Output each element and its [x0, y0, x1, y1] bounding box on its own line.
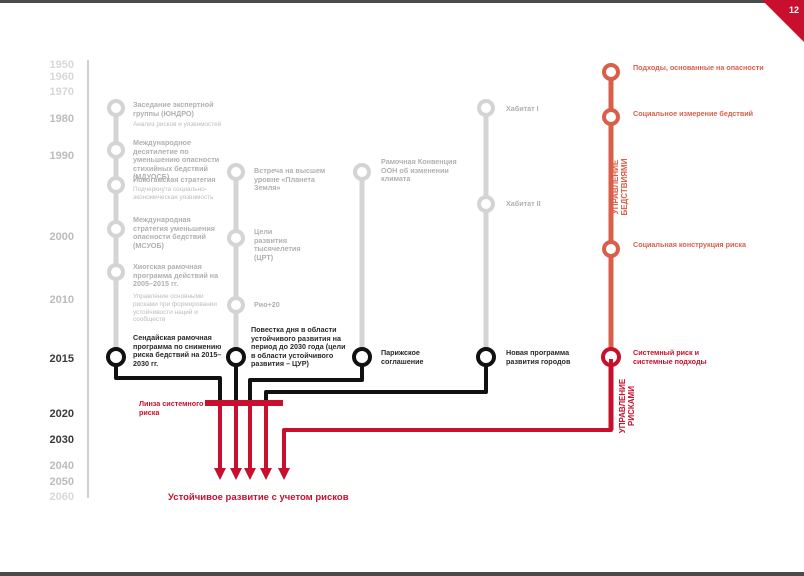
col5-event2: Социальное измерение бедствий [633, 109, 754, 118]
node-col1-2 [107, 141, 125, 159]
col1-event4-title: Международная стратегия уменьшения опасн… [133, 215, 215, 250]
systemic-risk-lens-bar [205, 400, 283, 406]
node-col1-1 [107, 99, 125, 117]
year-1980: 1980 [49, 113, 74, 125]
node-col1-4 [107, 220, 125, 238]
col1-event3-sub: Подчеркнута социально-экономическая уязв… [133, 186, 214, 201]
page-number: 12 [788, 5, 799, 15]
node-col4-2 [477, 195, 495, 213]
col1-event5-title: Хиогская рамочная программа действий на … [133, 262, 219, 289]
node-col5-2 [602, 108, 620, 126]
year-1960: 1960 [49, 71, 74, 83]
col2-event2: Цели развития тысячелетия (ЦРТ) [254, 227, 301, 262]
arrow-1-head [214, 468, 226, 480]
col1-event3-title: Йокогамская стратегия [133, 175, 216, 184]
node-col2-1 [227, 163, 245, 181]
node-col1-3 [107, 176, 125, 194]
arrow-5-head [278, 468, 290, 480]
year-1970: 1970 [49, 86, 74, 98]
node-col2-3 [227, 296, 245, 314]
node-col1-5 [107, 263, 125, 281]
year-2050: 2050 [49, 476, 74, 488]
col1-event1-title: Заседание экспертной группы (ЮНДРО) [133, 100, 214, 118]
year-2020: 2020 [49, 408, 74, 420]
col5-event1: Подходы, основанные на опасности [633, 63, 764, 72]
vertical-label-risk-management: УПРАВЛЕНИЕ РИСКАМИ [618, 378, 636, 434]
route-col1 [114, 357, 222, 415]
node-col2-2 [227, 229, 245, 247]
year-2010: 2010 [49, 294, 74, 306]
year-1950: 1950 [49, 59, 74, 71]
node-col4-1 [477, 99, 495, 117]
bottom-bar [0, 572, 804, 576]
col2-event1: Встреча на высшем уровне «Планета Земля» [254, 166, 326, 193]
route-col5 [282, 359, 613, 470]
node-col5-3 [602, 240, 620, 258]
page-corner [762, 0, 804, 42]
col4-event2: Хабитат II [506, 199, 541, 208]
arrow-3-head [244, 468, 256, 480]
year-2040: 2040 [49, 460, 74, 472]
col2-event4: Повестка дня в области устойчивого разви… [251, 325, 346, 369]
col5-event4: Системный риск и системные подходы [633, 348, 707, 366]
route-col3 [248, 357, 364, 415]
col1-event5-sub: Управление основными рисками при формиро… [133, 293, 217, 324]
col3-event2: Парижское соглашение [381, 348, 424, 366]
col3-event1: Рамочная Конвенция ООН об изменении клим… [381, 157, 457, 184]
top-bar [0, 0, 804, 3]
year-2000: 2000 [49, 231, 74, 243]
col1-event6-title: Сендайская рамочная программа по снижени… [133, 333, 222, 368]
col4-event1: Хабитат I [506, 104, 539, 113]
col2-event3: Рио+20 [254, 300, 280, 309]
year-2060: 2060 [49, 491, 74, 503]
col5-event3: Социальная конструкция риска [633, 240, 746, 249]
year-1990: 1990 [49, 150, 74, 162]
vertical-label-disaster-management: УПРАВЛЕНИЕ БЕДСТВИЯМИ [611, 158, 629, 216]
col1-event1-sub: Анализ рисков и уязвимостей [133, 121, 222, 128]
col1-event2-title: Международное десятилетие по уменьшению … [133, 138, 220, 182]
final-outcome-label: Устойчивое развитие с учетом рисков [168, 492, 349, 503]
node-col4-2015 [476, 347, 496, 367]
year-2015: 2015 [49, 353, 74, 365]
systemic-risk-lens-label: Линза системного риска [139, 399, 204, 417]
arrow-2-head [230, 468, 242, 480]
node-col5-1 [602, 63, 620, 81]
node-col1-2015 [106, 347, 126, 367]
col4-event3: Новая программа развития городов [506, 348, 571, 366]
node-col3-2015 [352, 347, 372, 367]
year-2030: 2030 [49, 434, 74, 446]
node-col3-1 [353, 163, 371, 181]
arrow-4-head [260, 468, 272, 480]
node-col2-2015 [226, 347, 246, 367]
